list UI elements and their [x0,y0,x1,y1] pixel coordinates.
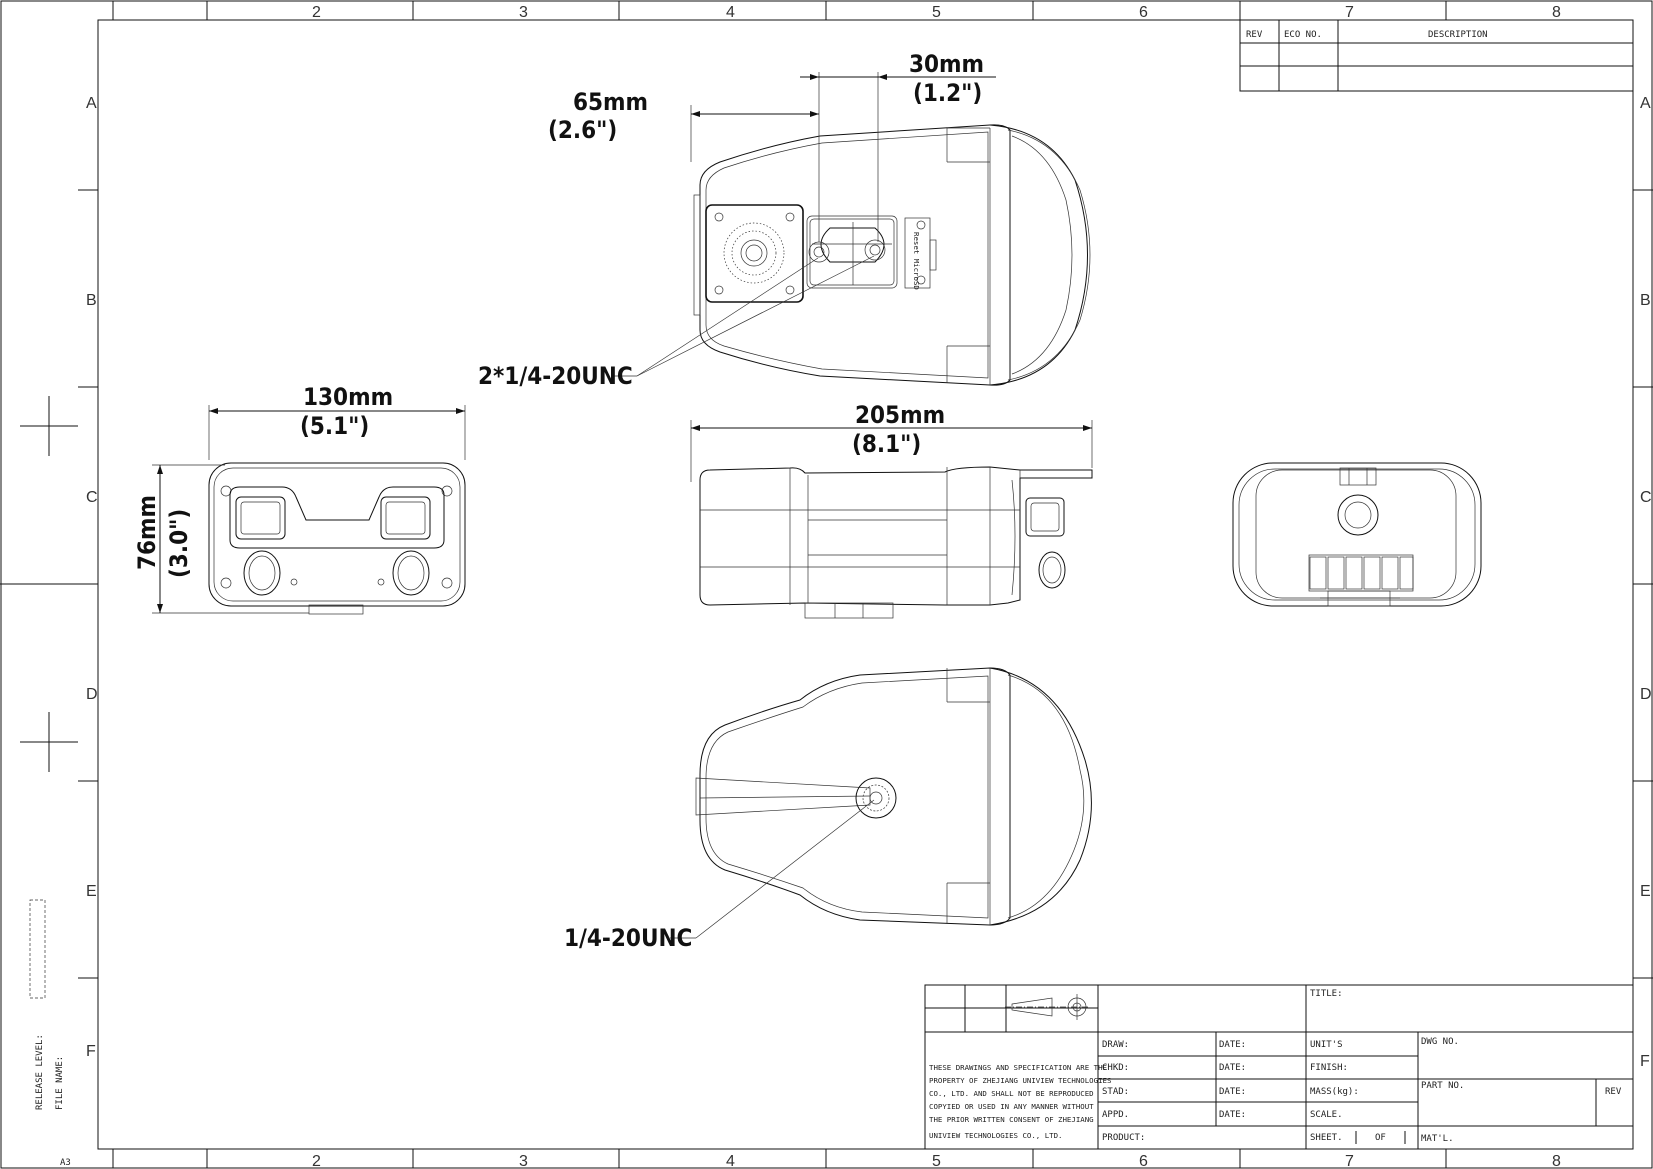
file-name-label: FILE NAME: [55,1056,65,1110]
matl-label: MAT'L. [1421,1134,1454,1144]
zone-row-c-right: C [1640,489,1652,506]
rev-header: REV [1246,30,1263,40]
dimension-65mm: 65mm (2.6") [548,72,820,242]
appd-label: APPD. [1102,1110,1129,1120]
zone-row-d: D [86,686,98,703]
zone-row-e: E [86,883,97,900]
callout-top-mount-text: 2*1/4-20UNC [478,362,633,390]
part-no-label: PART NO. [1421,1081,1464,1091]
zone-col-2: 2 [312,4,321,21]
notice-line-1: THESE DRAWINGS AND SPECIFICATION ARE THE [929,1063,1107,1072]
dimension-205mm: 205mm (8.1") [690,401,1093,482]
title-label: TITLE: [1310,989,1343,999]
zone-row-b-right: B [1640,292,1651,309]
zone-col-3-bottom: 3 [519,1153,528,1169]
zone-row-c: C [86,489,98,506]
of-label: OF [1375,1133,1386,1143]
description-header: DESCRIPTION [1428,30,1488,40]
dim-30mm-inch: (1.2") [913,79,982,107]
callout-top-mount: 2*1/4-20UNC [478,255,875,390]
zone-row-e-right: E [1640,883,1651,900]
date-label-1: DATE: [1219,1040,1246,1050]
dim-65mm-inch: (2.6") [548,116,617,144]
dwg-no-label: DWG NO. [1421,1037,1459,1047]
sheet-size: A3 [60,1158,71,1168]
zone-col-4-bottom: 4 [726,1153,735,1169]
stad-label: STAD: [1102,1087,1129,1097]
zone-row-f: F [86,1043,96,1060]
sheet-label: SHEET. [1310,1133,1343,1143]
inner-frame [97,19,1634,1150]
notice-line-5: THE PRIOR WRITTEN CONSENT OF ZHEJIANG [929,1115,1094,1124]
dim-76mm-inch: (3.0") [165,509,193,578]
dim-76mm-value: 76mm [133,495,161,570]
dimension-130mm: 130mm (5.1") [208,383,466,460]
notice-line-3: CO., LTD. AND SHALL NOT BE REPRODUCED [929,1089,1094,1098]
callout-bottom-mount: 1/4-20UNC [564,799,875,952]
reset-microsd-label: Reset MicroSD [912,232,921,290]
notice-line-4: COPYIED OR USED IN ANY MANNER WITHOUT [929,1102,1094,1111]
dim-205mm-inch: (8.1") [852,430,921,458]
zone-row-f-right: F [1640,1053,1650,1070]
release-level-block: RELEASE LEVEL: FILE NAME: [29,899,65,1110]
zone-col-5-bottom: 5 [932,1153,941,1169]
draw-label: DRAW: [1102,1040,1129,1050]
zone-col-6-bottom: 6 [1139,1153,1148,1169]
zone-row-d-right: D [1640,686,1652,703]
zone-col-8: 8 [1552,4,1561,21]
title-block: THESE DRAWINGS AND SPECIFICATION ARE THE… [924,984,1634,1150]
dimension-30mm: 30mm (1.2") [800,50,996,242]
zone-row-a: A [86,95,97,112]
date-label-3: DATE: [1219,1087,1246,1097]
units-label: UNIT'S [1310,1040,1343,1050]
product-label: PRODUCT: [1102,1133,1145,1143]
rear-view [1232,462,1482,607]
zone-col-7-bottom: 7 [1345,1153,1354,1169]
eco-header: ECO NO. [1284,30,1322,40]
notice-line-6: UNIVIEW TECHNOLOGIES CO., LTD. [929,1131,1063,1140]
date-label-2: DATE: [1219,1063,1246,1073]
zone-col-8-bottom: 8 [1552,1153,1561,1169]
dim-30mm-value: 30mm [909,50,984,78]
notice-line-2: PROPERTY OF ZHEJIANG UNIVIEW TECHNOLOGIE… [929,1076,1111,1085]
zone-col-4: 4 [726,4,735,21]
front-view [208,462,466,615]
zone-row-a-right: A [1640,95,1651,112]
side-view [699,466,1093,619]
scale-label: SCALE. [1310,1110,1343,1120]
mass-label: MASS(kg): [1310,1087,1359,1097]
chkd-label: CHKD: [1102,1063,1129,1073]
zone-col-5: 5 [932,4,941,21]
dim-130mm-value: 130mm [303,383,393,411]
dim-130mm-inch: (5.1") [300,412,369,440]
zone-col-2-bottom: 2 [312,1153,321,1169]
revision-table: REV ECO NO. DESCRIPTION [1239,19,1634,92]
release-level-label: RELEASE LEVEL: [35,1034,45,1110]
bottom-view [695,667,1092,926]
callout-bottom-mount-text: 1/4-20UNC [564,924,692,952]
dim-65mm-value: 65mm [573,88,648,116]
finish-label: FINISH: [1310,1063,1348,1073]
date-label-4: DATE: [1219,1110,1246,1120]
zone-row-b: B [86,292,97,309]
dim-205mm-value: 205mm [855,401,945,429]
zone-col-6: 6 [1139,4,1148,21]
top-view: Reset MicroSD [693,124,1091,386]
dimension-76mm: 76mm (3.0") [133,464,309,614]
zone-col-7: 7 [1345,4,1354,21]
zone-col-3: 3 [519,4,528,21]
zone-labels: 2 3 4 5 6 7 8 2 3 4 5 6 7 8 A B C D E F … [60,4,1652,1169]
rev-label: REV [1605,1087,1622,1097]
